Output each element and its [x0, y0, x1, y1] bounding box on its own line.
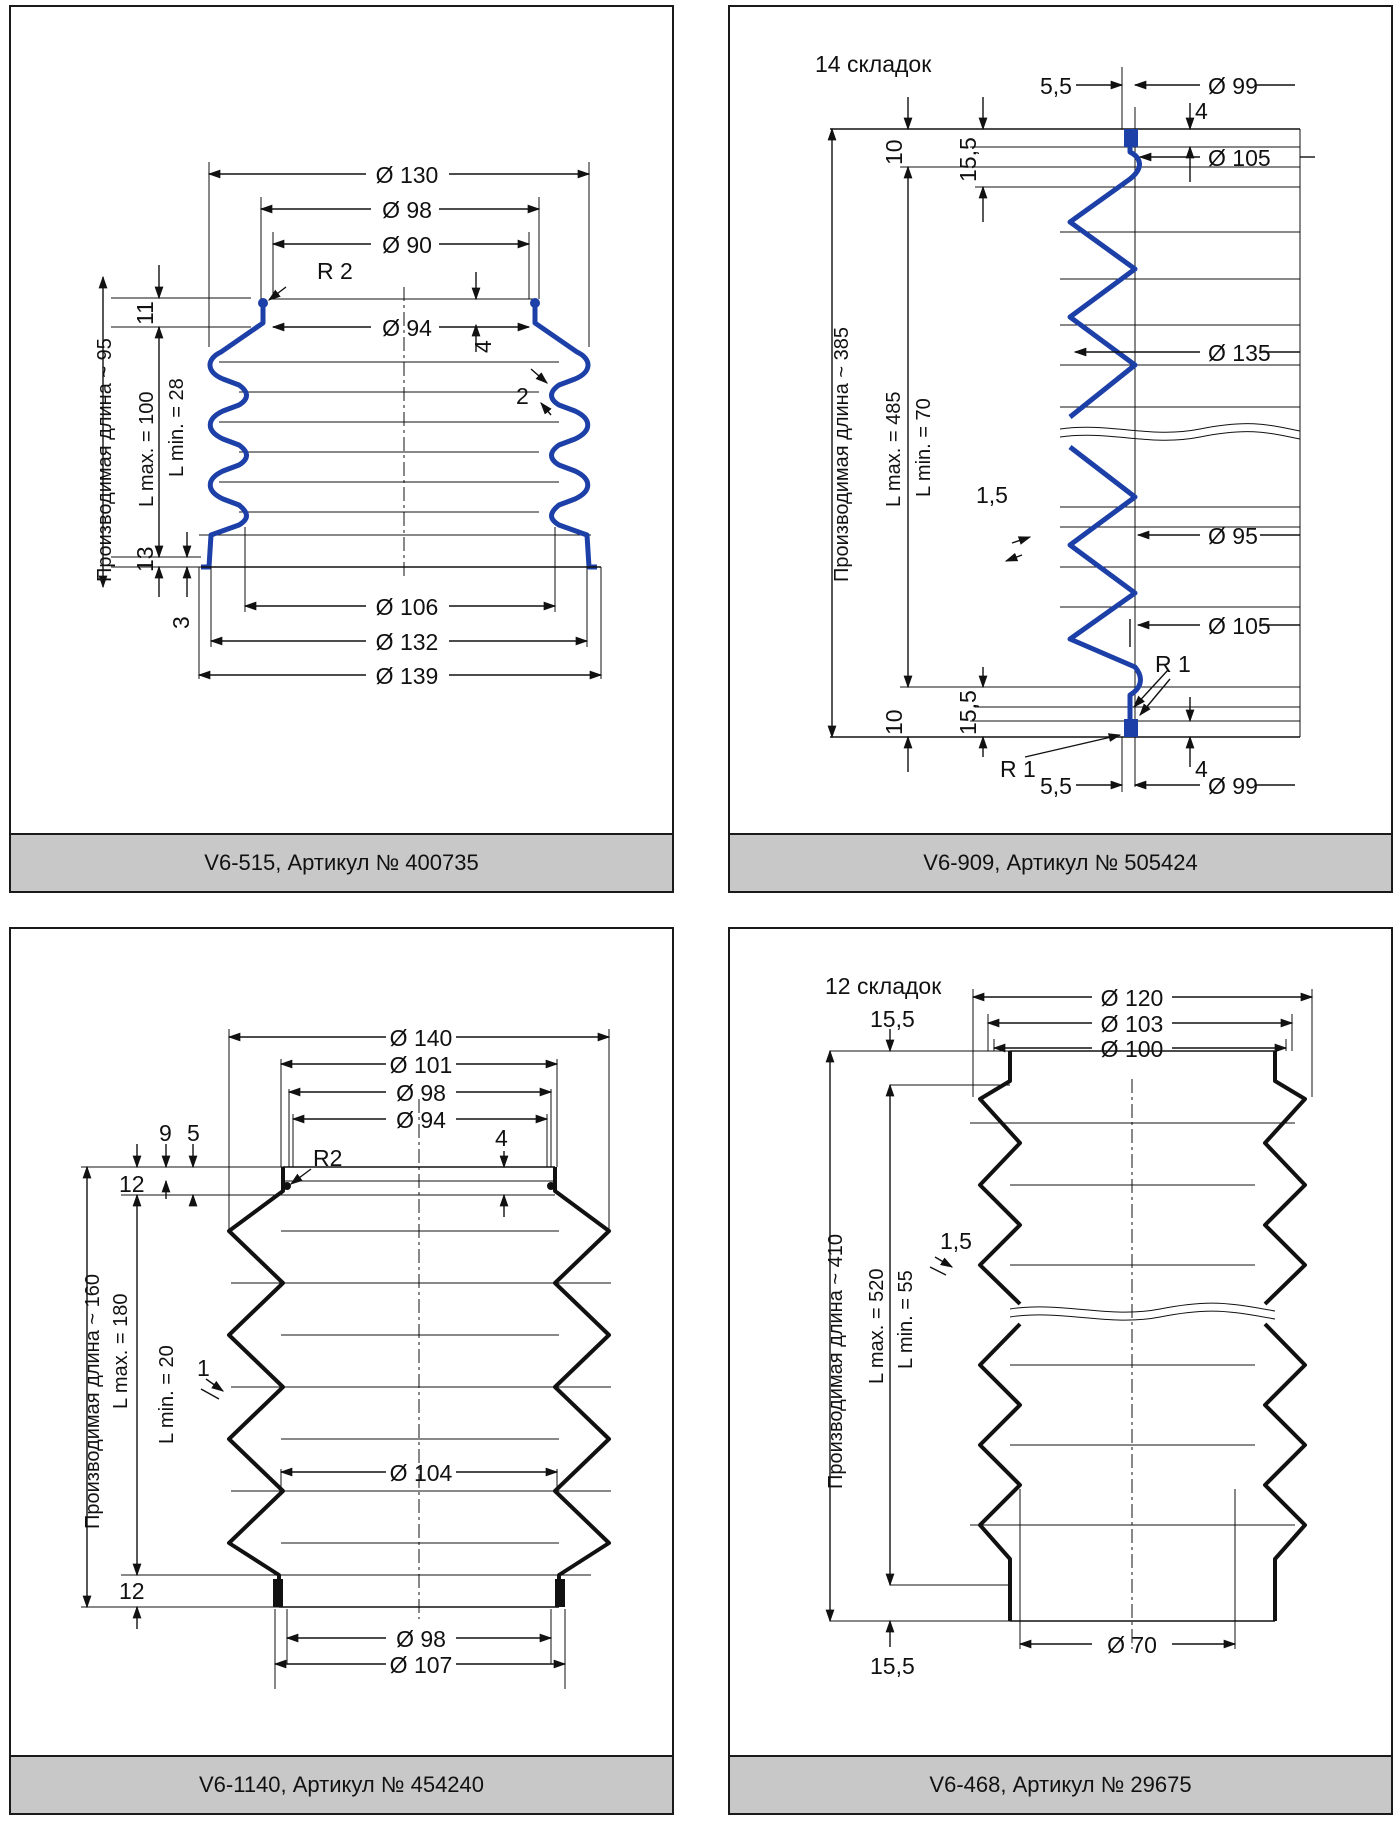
dim-d99-bot: Ø 99	[1208, 773, 1258, 799]
dim-h13: 13	[132, 546, 158, 572]
dim-h10-top: 10	[881, 139, 907, 165]
dim-h2: 2	[516, 383, 529, 409]
dim-d106: Ø 106	[376, 594, 439, 620]
bellows-drawing-v6-1140: Ø 140 Ø 101 Ø 98 Ø 94 9 5 R2 4 12 1 Ø 10…	[81, 1025, 611, 1689]
dim-d101: Ø 101	[390, 1052, 453, 1078]
dim-d90: Ø 90	[382, 232, 432, 258]
dim-d95: Ø 95	[1208, 523, 1258, 549]
bellows-drawing-v6-909: 14 складок 5,5 Ø 99 4 Ø 105 Ø 135 Ø 95 Ø…	[815, 51, 1315, 799]
dim-d104: Ø 104	[390, 1460, 453, 1486]
label-lmin: L min. = 20	[156, 1345, 178, 1444]
dim-r2: R2	[313, 1145, 342, 1171]
dim-h12-top: 12	[119, 1171, 145, 1197]
label-lmax: L max. = 100	[136, 392, 158, 507]
dim-d132: Ø 132	[376, 629, 439, 655]
dim-r1-b: R 1	[1000, 756, 1036, 782]
label-lmin: L min. = 55	[895, 1270, 917, 1369]
dim-h3: 3	[168, 616, 194, 629]
dim-h11: 11	[132, 301, 158, 325]
label-length: Производимая длина ~ 160	[82, 1274, 104, 1529]
dim-r2: R 2	[317, 258, 353, 284]
bellows-drawing-v6-468: 12 складок Ø 120 Ø 103 Ø 100 15,5 1,5 Ø …	[825, 973, 1314, 1679]
bellows-drawing-v6-515: Ø 130 Ø 98 Ø 90 R 2 Ø 94 Ø 106 Ø 132 Ø 1…	[94, 162, 603, 689]
caption-v6-909: V6-909, Артикул № 505424	[730, 833, 1391, 891]
dim-w55-top: 5,5	[1040, 73, 1072, 99]
dim-h155-bot: 15,5	[870, 1653, 915, 1679]
drawing-panel-v6-909: 14 складок 5,5 Ø 99 4 Ø 105 Ø 135 Ø 95 Ø…	[728, 5, 1393, 893]
dim-d105-bot: Ø 105	[1208, 613, 1271, 639]
dim-d98-bot: Ø 98	[396, 1626, 446, 1652]
label-length: Производимая длина ~ 95	[94, 338, 116, 582]
drawing-panel-v6-515: Ø 130 Ø 98 Ø 90 R 2 Ø 94 Ø 106 Ø 132 Ø 1…	[9, 5, 674, 893]
label-folds: 12 складок	[825, 973, 942, 999]
drawing-panel-v6-1140: Ø 140 Ø 101 Ø 98 Ø 94 9 5 R2 4 12 1 Ø 10…	[9, 927, 674, 1815]
label-lmax: L max. = 485	[883, 392, 905, 507]
dim-h4: 4	[470, 340, 496, 353]
label-length: Производимая длина ~ 385	[831, 327, 853, 582]
dim-d107: Ø 107	[390, 1652, 453, 1678]
dim-t1: 1	[197, 1355, 210, 1381]
dim-d70: Ø 70	[1107, 1632, 1157, 1658]
dim-h4-top: 4	[1195, 98, 1208, 124]
dim-h4: 4	[495, 1125, 508, 1151]
dim-t15: 1,5	[976, 482, 1008, 508]
dim-d100: Ø 100	[1101, 1036, 1164, 1062]
caption-v6-468: V6-468, Артикул № 29675	[730, 1755, 1391, 1813]
dim-d130: Ø 130	[376, 162, 439, 188]
dim-d103: Ø 103	[1101, 1011, 1164, 1037]
dim-d98: Ø 98	[382, 197, 432, 223]
dim-h4-bot: 4	[1195, 756, 1208, 782]
label-lmin: L min. = 70	[913, 398, 935, 497]
dim-h10-bot: 10	[881, 709, 907, 735]
dim-d140: Ø 140	[390, 1025, 453, 1051]
dim-w55-bot: 5,5	[1040, 773, 1072, 799]
dim-t15: 1,5	[940, 1228, 972, 1254]
label-folds: 14 складок	[815, 51, 932, 77]
dim-d135: Ø 135	[1208, 340, 1271, 366]
dim-d94: Ø 94	[396, 1107, 446, 1133]
dim-d94: Ø 94	[382, 315, 432, 341]
label-length: Производимая длина ~ 410	[825, 1234, 847, 1489]
dim-d105-top: Ø 105	[1208, 145, 1271, 171]
dim-d98-top: Ø 98	[396, 1080, 446, 1106]
dim-h155-top: 15,5	[870, 1006, 915, 1032]
dim-d99-top: Ø 99	[1208, 73, 1258, 99]
dim-h155-top: 15,5	[955, 137, 981, 182]
drawing-panel-v6-468: 12 складок Ø 120 Ø 103 Ø 100 15,5 1,5 Ø …	[728, 927, 1393, 1815]
label-lmin: L min. = 28	[166, 378, 188, 477]
caption-v6-515: V6-515, Артикул № 400735	[11, 833, 672, 891]
label-lmax: L max. = 180	[110, 1294, 132, 1409]
caption-v6-1140: V6-1140, Артикул № 454240	[11, 1755, 672, 1813]
dim-h9: 9	[159, 1120, 172, 1146]
dim-h155-bot: 15,5	[955, 690, 981, 735]
label-lmax: L max. = 520	[866, 1269, 888, 1384]
dim-h12-bot: 12	[119, 1578, 145, 1604]
dim-d139: Ø 139	[376, 663, 439, 689]
dim-r1-a: R 1	[1155, 651, 1191, 677]
dim-d120: Ø 120	[1101, 985, 1164, 1011]
dim-h5: 5	[187, 1120, 200, 1146]
